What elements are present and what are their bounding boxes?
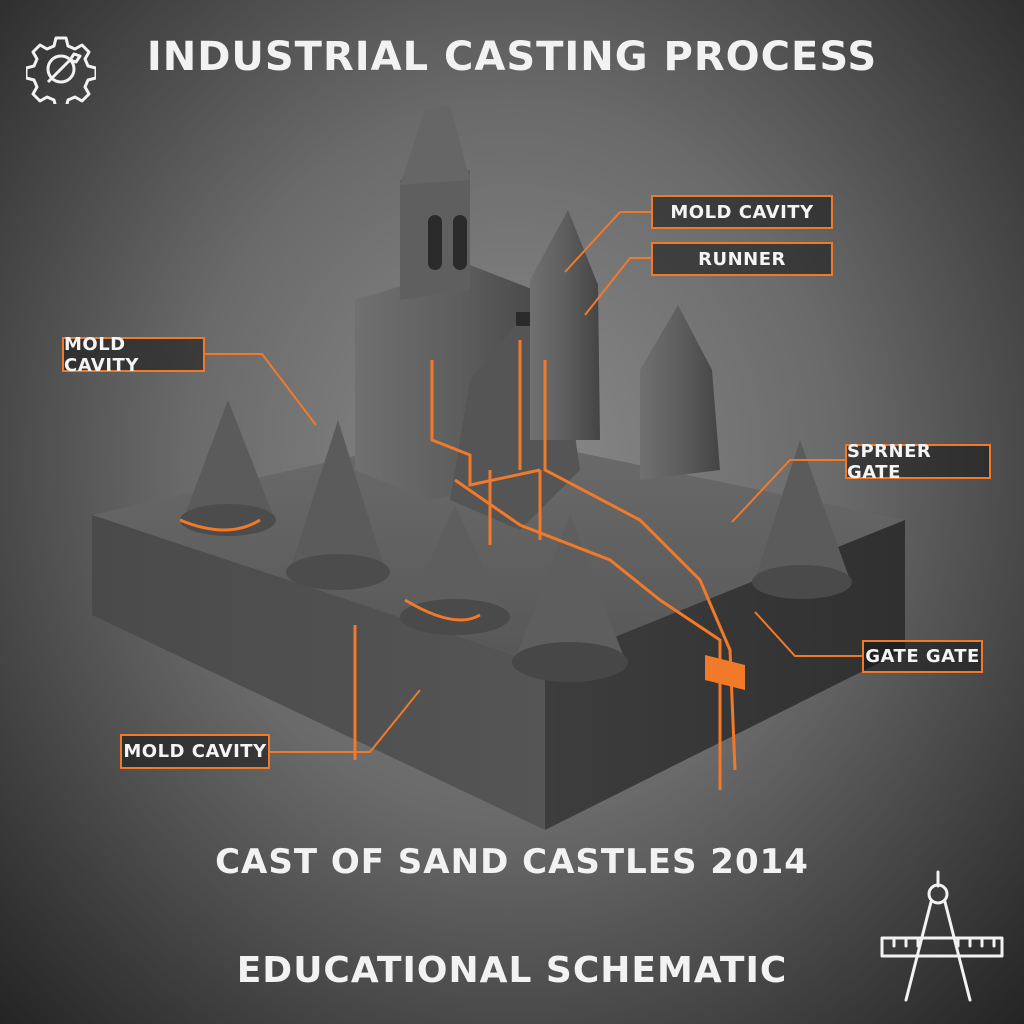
callout-mold-cavity-top: MOLD CAVITY (651, 195, 833, 229)
gear-wrench-icon (26, 36, 96, 104)
callout-runner: RUNNER (651, 242, 833, 276)
page-title: INDUSTRIAL CASTING PROCESS (146, 34, 878, 80)
subtitle: CAST OF SAND CASTLES 2014 (215, 842, 809, 882)
callout-mold-cavity-left: MOLD CAVITY (62, 334, 205, 376)
callout-gate-gate: GATE GATE (862, 640, 983, 673)
callout-mold-cavity-bottom: MOLD CAVITY (120, 734, 270, 769)
turrets (180, 400, 852, 682)
footer-caption: EDUCATIONAL SCHEMATIC (236, 950, 788, 991)
compass-ruler-icon (880, 870, 1004, 1002)
leader-lines (205, 211, 862, 753)
callout-sprner-gate: SPRNER GATE (845, 441, 991, 483)
gate-opening (705, 655, 745, 690)
rear-right-tower (530, 210, 720, 480)
